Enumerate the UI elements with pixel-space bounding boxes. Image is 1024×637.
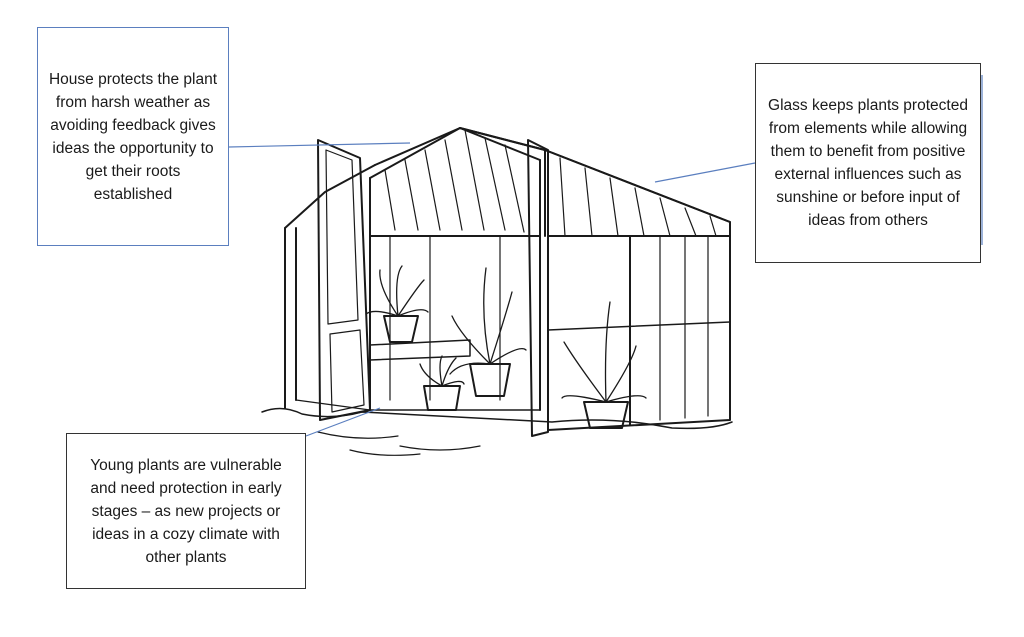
callout-house-text: House protects the plant from harsh weat…: [48, 70, 218, 203]
callout-house-protects: House protects the plant from harsh weat…: [37, 27, 229, 246]
connector-young: [305, 407, 381, 437]
connector-house: [228, 142, 411, 148]
callout-young-plants: Young plants are vulnerable and need pro…: [66, 433, 306, 589]
connector-glass: [654, 162, 756, 183]
callout-glass-text: Glass keeps plants protected from elemen…: [768, 97, 968, 229]
callout-young-text: Young plants are vulnerable and need pro…: [90, 456, 282, 566]
callout-glass-protection: Glass keeps plants protected from elemen…: [755, 63, 981, 263]
